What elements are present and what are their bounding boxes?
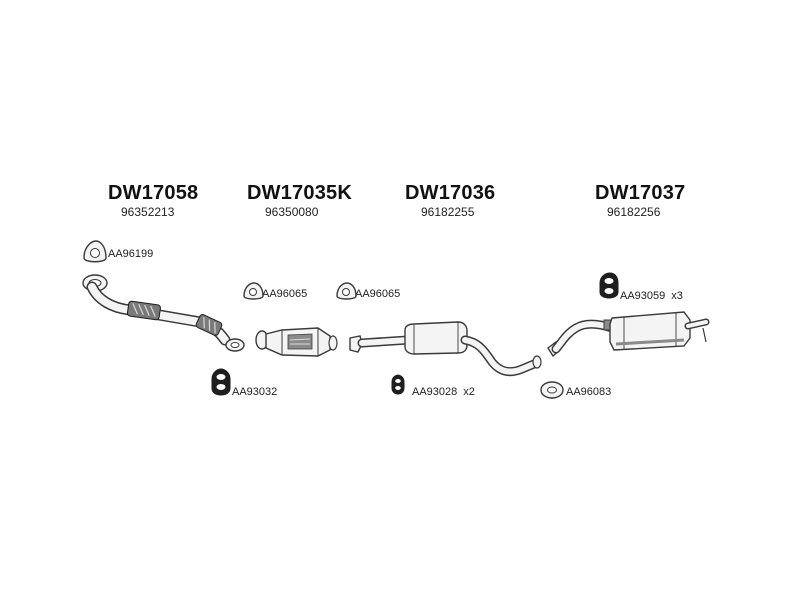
oem-number-front-pipe: 96352213 <box>121 205 175 219</box>
rubber-hanger-icon <box>211 368 231 396</box>
catalytic-converter <box>255 327 338 357</box>
rear-silencer <box>547 311 710 358</box>
gasket-icon <box>336 282 357 300</box>
front-pipe <box>82 274 245 352</box>
oem-number-catalytic-converter: 96350080 <box>265 205 319 219</box>
gasket-icon <box>243 282 264 300</box>
accessory-label: AA96065 <box>262 288 308 300</box>
part-number-centre-silencer: DW17036 <box>405 182 496 204</box>
centre-silencer <box>349 321 542 377</box>
oem-number-rear-silencer: 96182256 <box>607 205 661 219</box>
gasket-icon <box>83 240 107 263</box>
accessory-label: AA96199 <box>108 248 154 260</box>
gasket-icon <box>540 381 564 399</box>
part-number-rear-silencer: DW17037 <box>595 182 686 204</box>
rubber-hanger-icon <box>599 272 619 299</box>
part-number-front-pipe: DW17058 <box>108 182 199 204</box>
part-number-catalytic-converter: DW17035K <box>247 182 352 204</box>
rubber-hanger-icon <box>391 374 405 395</box>
accessory-label: AA96083 <box>566 386 612 398</box>
oem-number-centre-silencer: 96182255 <box>421 205 475 219</box>
accessory-label: AA93032 <box>232 386 278 398</box>
accessory-label: AA96065 <box>355 288 401 300</box>
